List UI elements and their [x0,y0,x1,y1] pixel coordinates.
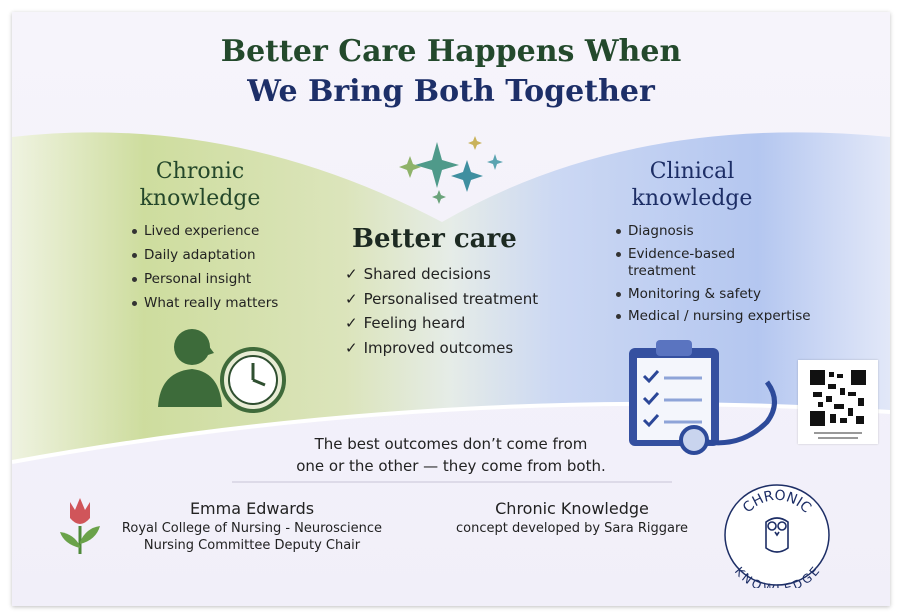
list-item: ✓ Shared decisions [345,262,538,287]
tulip-icon [60,498,100,554]
check-icon: ✓ [345,289,358,308]
item-text: Evidence-based [628,246,736,262]
owl-logo-icon: CHRONIC KNOWLEDGE [724,484,830,588]
quote: The best outcomes don’t come from one or… [12,433,890,477]
concept-credit: Chronic Knowledge concept developed by S… [442,498,702,537]
check-icon: ✓ [345,265,358,283]
list-item: Daily adaptation [132,243,278,267]
qr-code-pattern [810,370,866,439]
bullet-icon [616,313,621,319]
quote-line: The best outcomes don’t come from [314,435,588,453]
list-item: What really matters [132,291,278,315]
bullet-icon [616,228,621,234]
item-text: Medical / nursing expertise [628,308,811,324]
concept-author: concept developed by Sara Riggare [455,521,689,536]
item-text: Shared decisions [363,265,491,283]
check-icon: ✓ [345,314,358,332]
heading-line: Chronic [155,159,245,184]
bullet-icon [616,251,621,257]
list-item: Diagnosis [616,220,811,242]
quote-line: one or the other — they come from both. [296,457,606,475]
list-item: Monitoring & safety [616,283,811,305]
qr-code-icon[interactable] [798,360,878,444]
better-care-heading: Better care [352,224,517,254]
item-text: What really matters [144,295,279,311]
list-item: Personal insight [132,267,278,291]
author-role-line: Nursing Committee Deputy Chair [143,538,361,553]
person-silhouette-icon [158,329,222,407]
item-text: Diagnosis [628,223,694,239]
author-name: Emma Edwards [189,499,315,518]
item-text: Monitoring & safety [628,286,761,302]
clipboard-icon [629,340,719,446]
better-care-list: ✓ Shared decisions ✓ Personalised treatmen… [345,262,538,360]
item-text: Feeling heard [363,314,466,332]
item-text: Daily adaptation [144,247,256,263]
title-line-1: Better Care Happens When [220,34,682,69]
bullet-icon [132,228,137,234]
check-icon: ✓ [345,338,358,357]
chronic-knowledge-heading: Chronic knowledge [130,158,270,212]
list-item: ✓ Personalised treatment [345,287,538,312]
item-text: Improved outcomes [363,338,514,357]
bullet-icon [616,291,621,297]
stethoscope-icon [679,380,777,455]
list-item: ✓ Feeling heard [345,311,538,336]
bullet-icon [132,276,137,282]
list-item: ✓ Improved outcomes [345,336,538,361]
list-item: Medical / nursing expertise [616,305,811,327]
heading-line: knowledge [139,186,261,211]
bullet-icon [132,252,137,258]
clinical-knowledge-heading: Clinical knowledge [622,158,762,212]
author-credit: Emma Edwards Royal College of Nursing - … [112,498,392,554]
sparkles-icon [399,136,503,204]
concept-name: Chronic Knowledge [495,499,649,518]
chronic-knowledge-list: Lived experience Daily adaptation Person… [132,219,278,315]
heading-line: knowledge [631,186,753,211]
item-text: Personalised treatment [363,289,539,308]
title-line-2: We Bring Both Together [247,74,655,109]
poster: Better Care Happens When We Bring Both T… [12,12,890,606]
item-text: Lived experience [144,223,260,239]
heading-line: Clinical [649,159,735,184]
item-text: treatment [628,263,696,279]
clock-icon [220,347,286,413]
list-item: Lived experience [132,219,278,243]
bullet-icon [132,300,137,306]
author-role-line: Royal College of Nursing - Neuroscience [121,521,383,536]
item-text: Personal insight [144,271,252,287]
